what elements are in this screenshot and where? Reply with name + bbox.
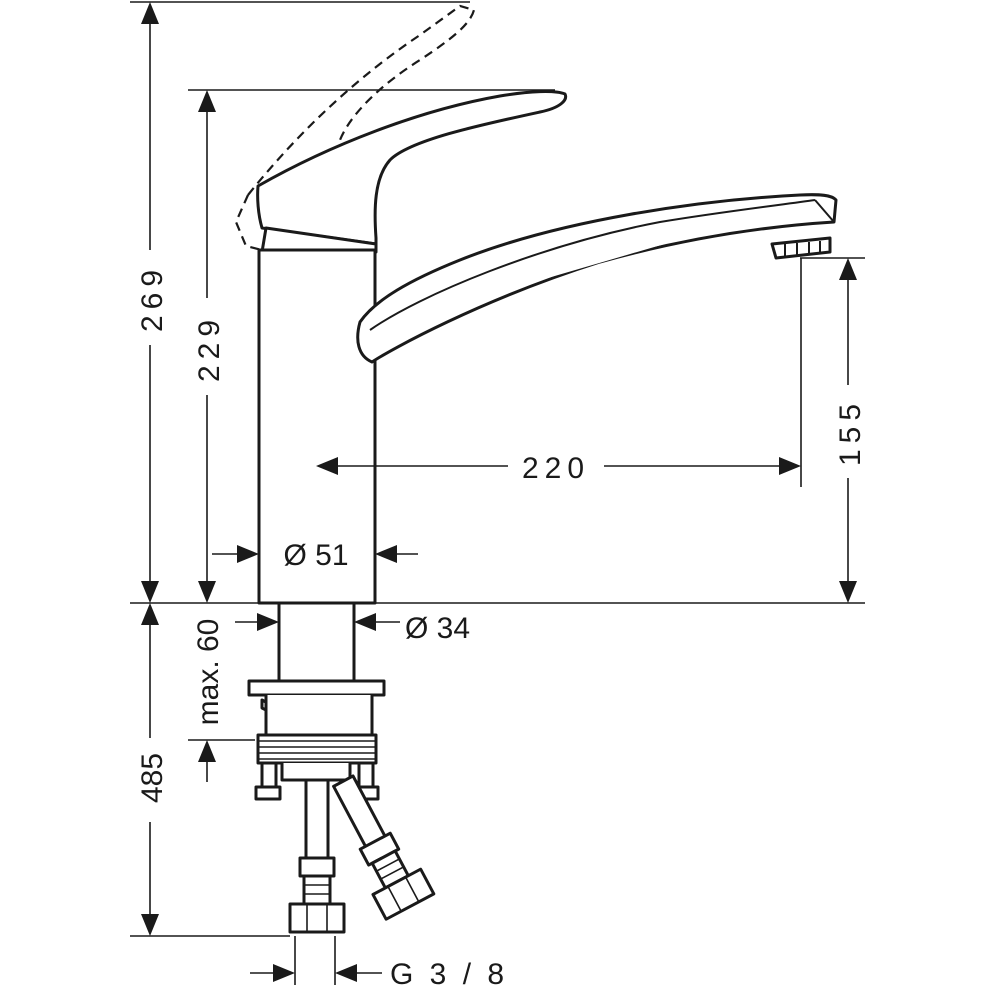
- dimension-label-g38: G 3 / 8: [390, 958, 508, 991]
- faucet-body: [256, 90, 838, 605]
- dimension-max-deck-thickness: max. 60: [192, 619, 225, 782]
- mounting-hardware: [247, 601, 386, 801]
- handle-alternate-position: [234, 4, 476, 252]
- dimension-label-d51: Ø 51: [283, 539, 348, 572]
- hose-nut-straight: [288, 902, 346, 934]
- shank: [277, 601, 356, 683]
- dimension-label-d34: Ø 34: [405, 612, 470, 645]
- dimension-hose-length: 485: [136, 603, 169, 936]
- dimension-label-155: 155: [834, 398, 867, 466]
- dimension-total-height: 269: [136, 2, 169, 603]
- dimension-label-max60: max. 60: [192, 619, 225, 726]
- aerator: [770, 236, 832, 260]
- hose-nut-angled: [371, 867, 436, 921]
- dimension-label-220: 220: [522, 452, 590, 485]
- extension-lines: [130, 1, 865, 985]
- supply-hoses: [288, 774, 436, 934]
- dimension-spout-clearance: 155: [834, 258, 867, 603]
- dimension-label-269: 269: [136, 264, 169, 332]
- lever-handle: [256, 90, 568, 246]
- dimension-spout-reach: 220: [316, 452, 801, 485]
- hose-straight: [304, 778, 330, 862]
- mounting-plate: [247, 679, 386, 697]
- dimension-connection-thread: G 3 / 8: [250, 958, 508, 991]
- dimension-label-485: 485: [136, 753, 169, 803]
- dimension-body-diameter: Ø 51: [212, 539, 418, 572]
- dimension-label-229: 229: [193, 314, 226, 382]
- dimension-handle-height: 229: [193, 90, 226, 603]
- spout: [356, 193, 838, 364]
- dimension-shank-diameter: Ø 34: [235, 612, 470, 645]
